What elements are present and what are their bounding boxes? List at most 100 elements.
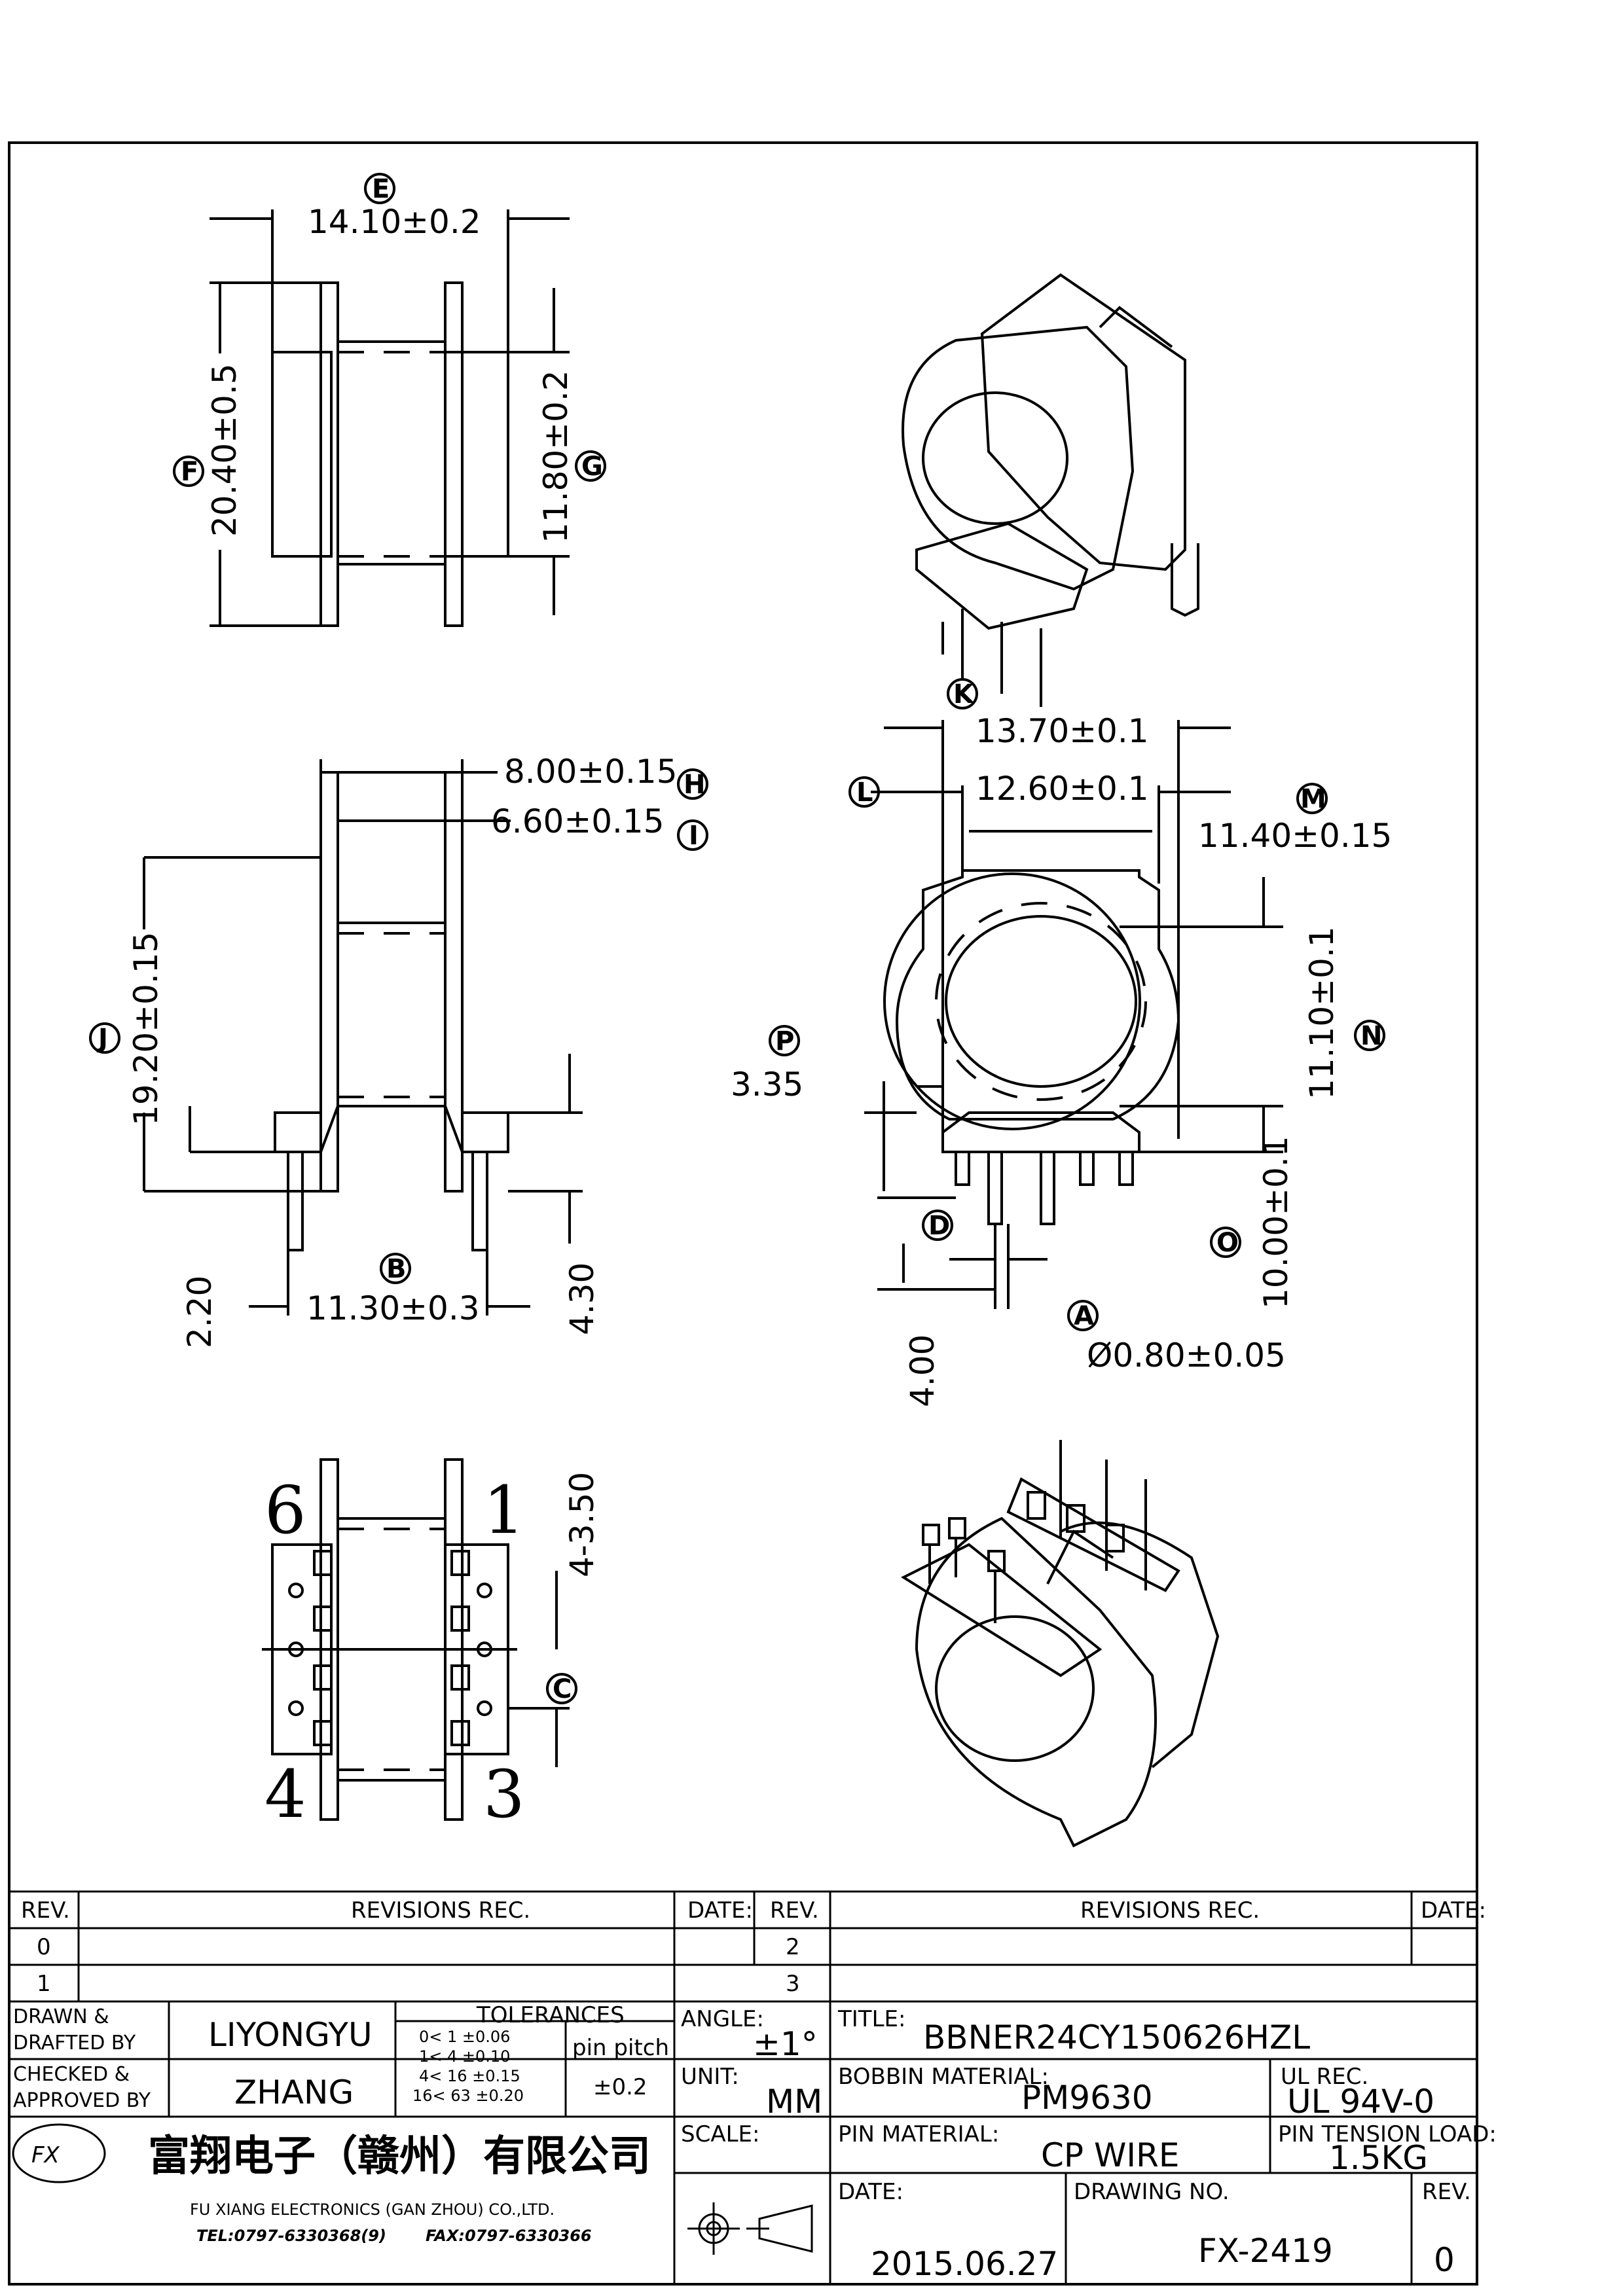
dim-l: 12.60±0.1 bbox=[976, 770, 1149, 808]
letter-circle-l bbox=[848, 776, 880, 808]
tolerance-0: 0< 1 ±0.06 bbox=[419, 2028, 510, 2046]
dim-o: 10.00±0.1 bbox=[1257, 1136, 1295, 1309]
letter-circle-i bbox=[677, 819, 708, 851]
letter-c: C bbox=[553, 1674, 572, 1704]
letter-o: O bbox=[1216, 1228, 1239, 1258]
side-view bbox=[143, 759, 583, 1316]
letter-circle-h bbox=[677, 768, 708, 800]
letter-circle-f bbox=[173, 456, 204, 487]
letter-circle-c bbox=[546, 1673, 577, 1704]
drawing-no-value: FX-2419 bbox=[1198, 2232, 1333, 2270]
pin-pitch: ±0.2 bbox=[593, 2074, 647, 2100]
letter-circle-p bbox=[769, 1025, 800, 1056]
tolerance-2: 4< 16 ±0.15 bbox=[419, 2067, 520, 2085]
dim-j: 19.20±0.15 bbox=[127, 932, 165, 1126]
pin-label-3: 3 bbox=[483, 1756, 525, 1833]
letter-h: H bbox=[684, 770, 705, 800]
letter-p: P bbox=[775, 1026, 794, 1056]
letter-m: M bbox=[1300, 784, 1326, 814]
title-value: BBNER24CY150626HZL bbox=[923, 2018, 1310, 2056]
pin-material-label: PIN MATERIAL: bbox=[838, 2121, 999, 2147]
ul-value: UL 94V-0 bbox=[1287, 2083, 1434, 2121]
dim-p: 3.35 bbox=[731, 1066, 803, 1103]
angle-value: ±1° bbox=[753, 2025, 818, 2063]
isometric-view-bottom bbox=[900, 1440, 1220, 1848]
pin-pitch-label: pin pitch bbox=[572, 2035, 669, 2061]
letter-circle-j bbox=[89, 1022, 120, 1054]
tolerances-title: TOLERANCES bbox=[476, 2002, 625, 2028]
front-view bbox=[210, 209, 570, 627]
rev-row-1: 1 bbox=[37, 1971, 51, 1997]
date-header-right: DATE: bbox=[1421, 1897, 1486, 1924]
scale-label: SCALE: bbox=[681, 2121, 759, 2147]
company-name-en: FU XIANG ELECTRONICS (GAN ZHOU) CO.,LTD. bbox=[190, 2200, 555, 2219]
unit-label: UNIT: bbox=[681, 2064, 739, 2090]
pin-material-value: CP WIRE bbox=[1041, 2136, 1179, 2174]
company-logo: FX bbox=[31, 2142, 60, 2168]
letter-circle-e bbox=[364, 173, 395, 204]
angle-label: ANGLE: bbox=[681, 2006, 764, 2032]
bottom-view bbox=[262, 1458, 570, 1821]
dim-a: Ø0.80±0.05 bbox=[1087, 1336, 1286, 1374]
rev-value: 0 bbox=[1434, 2241, 1455, 2279]
top-view bbox=[864, 720, 1283, 1309]
date-value: 2015.06.27 bbox=[871, 2245, 1058, 2283]
bobbin-value: PM9630 bbox=[1021, 2079, 1153, 2117]
pin-label-4: 4 bbox=[264, 1756, 306, 1833]
rev-header-right: REV. bbox=[770, 1897, 819, 1924]
rev-row-2: 2 bbox=[786, 1934, 800, 1960]
dim-b: 11.30±0.3 bbox=[306, 1289, 480, 1327]
dim-pin-right: 4.30 bbox=[563, 1263, 601, 1335]
unit-value: MM bbox=[766, 2083, 822, 2121]
dim-pin-left: 2.20 bbox=[181, 1276, 219, 1348]
checked-by: ZHANG bbox=[234, 2073, 354, 2111]
pin-tension-label: PIN TENSION LOAD: bbox=[1278, 2121, 1497, 2147]
rev-row-0: 0 bbox=[37, 1934, 51, 1960]
flange-circle bbox=[883, 872, 1141, 1130]
checked-label: CHECKED & APPROVED BY bbox=[13, 2063, 151, 2112]
ul-label: UL REC. bbox=[1281, 2064, 1368, 2090]
company-fax: FAX:0797-6330366 bbox=[426, 2227, 592, 2245]
rev-row-3: 3 bbox=[786, 1971, 800, 1997]
dim-m: 11.40±0.15 bbox=[1198, 817, 1392, 855]
drawn-label: DRAWN & DRAFTED BY bbox=[13, 2005, 136, 2054]
rev-header-left: REV. bbox=[21, 1897, 70, 1924]
isometric-view-top bbox=[902, 273, 1199, 707]
letter-circle-n bbox=[1354, 1020, 1385, 1051]
title-label: TITLE: bbox=[837, 2006, 905, 2032]
bobbin-label: BOBBIN MATERIAL: bbox=[838, 2064, 1049, 2090]
date-label: DATE: bbox=[838, 2179, 903, 2205]
letter-circle-b bbox=[380, 1253, 411, 1284]
letter-d: D bbox=[928, 1211, 950, 1241]
letter-f: F bbox=[181, 457, 198, 487]
letter-i: I bbox=[689, 821, 699, 851]
letter-a: A bbox=[1074, 1301, 1094, 1331]
pin-label-6: 6 bbox=[264, 1472, 306, 1549]
tolerance-3: 16< 63 ±0.20 bbox=[412, 2087, 524, 2105]
drawn-by: LIYONGYU bbox=[208, 2016, 373, 2054]
dim-c: 4-3.50 bbox=[563, 1472, 601, 1577]
letter-e: E bbox=[372, 174, 390, 204]
letter-g: G bbox=[581, 452, 603, 482]
dim-k: 13.70±0.1 bbox=[976, 712, 1149, 750]
date-header-left: DATE: bbox=[687, 1897, 753, 1924]
letter-circle-d bbox=[922, 1210, 953, 1241]
letter-j: J bbox=[96, 1024, 108, 1054]
dim-h: 8.00±0.15 bbox=[504, 753, 678, 791]
letter-circle-k bbox=[947, 678, 978, 709]
company-name-cn: 富翔电子（赣州）有限公司 bbox=[148, 2132, 651, 2181]
title-block-lines bbox=[9, 1890, 1477, 2284]
tolerance-1: 1< 4 ±0.10 bbox=[419, 2047, 510, 2066]
letter-circle-m bbox=[1296, 783, 1328, 814]
letter-n: N bbox=[1360, 1021, 1382, 1051]
letter-b: B bbox=[386, 1254, 407, 1284]
letter-circle-o bbox=[1210, 1227, 1241, 1258]
revisions-header-left: REVISIONS REC. bbox=[351, 1897, 530, 1924]
letter-circle-g bbox=[575, 450, 606, 482]
dim-n: 11.10±0.1 bbox=[1303, 926, 1341, 1100]
drawing-no-label: DRAWING NO. bbox=[1074, 2179, 1230, 2205]
letter-k: K bbox=[953, 679, 975, 709]
dim-f: 20.40±0.5 bbox=[206, 363, 244, 537]
